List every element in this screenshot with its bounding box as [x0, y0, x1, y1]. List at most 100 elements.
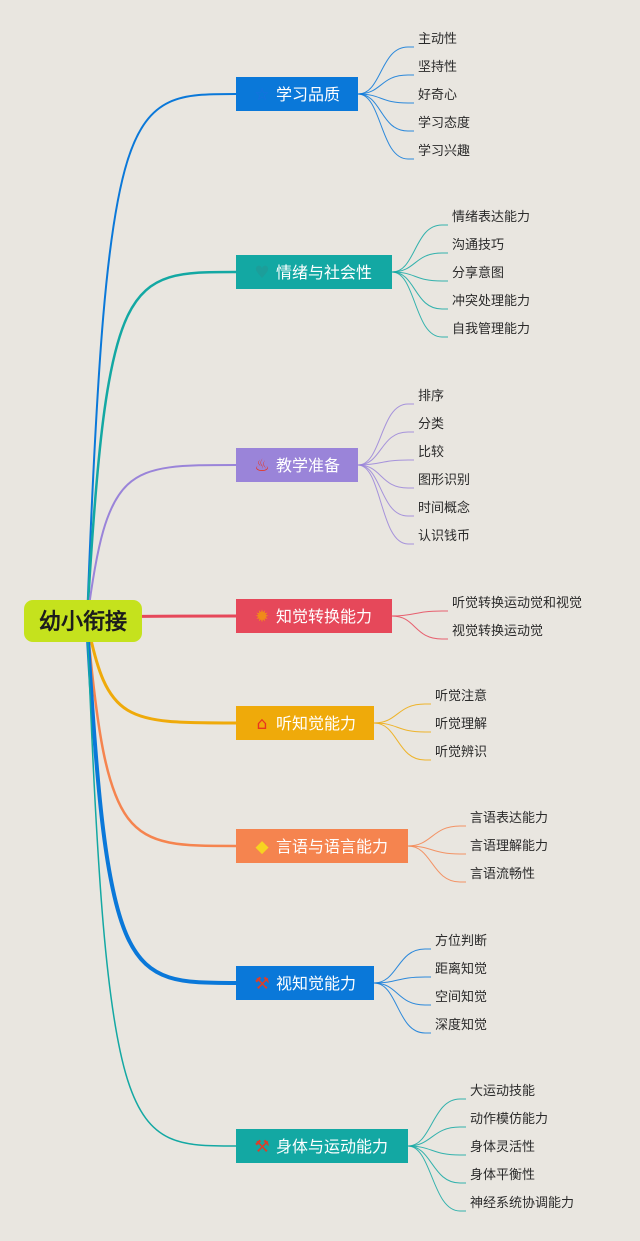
leaf-connector	[407, 1145, 466, 1212]
branch-label: 教学准备	[276, 456, 340, 475]
leaf-connector	[373, 948, 431, 984]
branch-node[interactable]: ♥ 情绪与社会性	[236, 255, 392, 289]
leaf-connector	[407, 1126, 466, 1147]
leaf-label[interactable]: 图形识别	[418, 473, 470, 488]
leaf-connector	[357, 93, 414, 132]
sun-icon: ✹	[255, 607, 269, 627]
root-box	[24, 600, 142, 642]
leaf-connector	[407, 1145, 466, 1184]
leaf-label[interactable]: 空间知觉	[435, 989, 487, 1005]
leaf-label[interactable]: 听觉注意	[435, 688, 487, 704]
leaf-label[interactable]: 距离知觉	[435, 961, 487, 977]
leaf-connector	[357, 464, 414, 545]
leaf-label[interactable]: 自我管理能力	[452, 322, 530, 337]
leaf-label[interactable]: 动作模仿能力	[470, 1112, 548, 1127]
heart-icon: ♥	[254, 263, 269, 283]
leaf-connector	[357, 93, 414, 160]
branch-label: 视知觉能力	[276, 974, 356, 993]
branch-node[interactable]: ✹ 知觉转换能力	[236, 599, 392, 633]
leaf-connector	[357, 93, 414, 104]
branch-connector	[85, 270, 238, 623]
leaf-label[interactable]: 神经系统协调能力	[470, 1196, 574, 1211]
branch-box	[236, 599, 392, 633]
leaf-label[interactable]: 沟通技巧	[452, 238, 504, 253]
leaf-label[interactable]: 言语表达能力	[470, 811, 548, 826]
leaf-label[interactable]: 时间概念	[418, 500, 470, 516]
leaf-connector	[357, 46, 414, 95]
leaf-label[interactable]: 深度知觉	[435, 1017, 487, 1033]
root-label: 幼小衔接	[39, 609, 127, 635]
branch-box	[236, 966, 374, 1000]
branch-node[interactable]: ◆言语与语言能力	[236, 829, 408, 863]
leaf-label[interactable]: 排序	[418, 389, 444, 404]
leaf-connector	[357, 459, 414, 466]
leaf-connector	[357, 464, 414, 489]
star-icon: ☆	[254, 85, 269, 105]
leaf-label[interactable]: 情绪表达能力	[452, 210, 530, 225]
leaf-connector	[391, 615, 448, 640]
flame-icon: ♨	[254, 456, 269, 476]
root-node[interactable]: 幼小衔接	[24, 600, 142, 642]
leaf-label[interactable]: 身体灵活性	[470, 1139, 535, 1155]
leaf-label[interactable]: 身体平衡性	[470, 1167, 535, 1183]
leaf-label[interactable]: 大运动技能	[470, 1084, 535, 1099]
leaf-label[interactable]: 冲突处理能力	[452, 293, 530, 309]
leaf-label[interactable]: 听觉转换运动觉和视觉	[452, 596, 582, 611]
leaf-connector	[357, 74, 414, 95]
leaf-label[interactable]: 听觉辨识	[435, 745, 487, 760]
branch-connector	[85, 619, 238, 848]
branch-connector	[86, 464, 237, 622]
branch-box	[236, 1129, 408, 1163]
leaf-label[interactable]: 好奇心	[418, 87, 457, 103]
branch-label: 情绪与社会性	[276, 263, 372, 282]
leaf-label[interactable]: 言语理解能力	[470, 839, 548, 854]
leaf-connector	[391, 610, 448, 617]
leaf-connector	[373, 703, 431, 724]
leaf-connector	[373, 982, 431, 1006]
branch-label: 知觉转换能力	[276, 607, 372, 626]
leaf-connector	[391, 252, 448, 273]
leaf-label[interactable]: 听觉理解	[435, 717, 487, 732]
branch-node[interactable]: ⌂ 听知觉能力	[236, 706, 374, 740]
leaf-label[interactable]: 学习兴趣	[418, 143, 470, 159]
leaf-connector	[407, 825, 466, 847]
leaf-connector	[391, 224, 448, 273]
leaf-connector	[373, 722, 431, 733]
leaf-label[interactable]: 言语流畅性	[470, 867, 535, 882]
leaf-connector	[357, 403, 414, 466]
house-icon: ⌂	[257, 714, 268, 734]
leaf-label[interactable]: 坚持性	[418, 60, 457, 75]
leaf-label[interactable]: 比较	[418, 445, 444, 460]
leaf-label[interactable]: 主动性	[418, 32, 457, 47]
branch-node[interactable]: ☆ 学习品质	[236, 77, 358, 111]
leaf-connector	[391, 271, 448, 338]
leaf-label[interactable]: 分类	[418, 417, 444, 432]
branch-node[interactable]: ⚒视知觉能力	[236, 966, 374, 1000]
branch-connector	[85, 619, 238, 725]
branch-label: 身体与运动能力	[276, 1137, 388, 1156]
branch-label: 学习品质	[276, 85, 340, 104]
leaf-connector	[407, 845, 466, 883]
leaf-label[interactable]: 视觉转换运动觉	[452, 624, 543, 639]
leaf-label[interactable]: 方位判断	[435, 933, 487, 949]
branch-label: 听知觉能力	[276, 714, 356, 733]
leaf-connector	[373, 982, 431, 1034]
leaf-connector	[407, 1098, 466, 1147]
leaf-connector	[373, 976, 431, 984]
leaf-connector	[391, 271, 448, 282]
connectors	[85, 46, 466, 1212]
branch-node[interactable]: ♨ 教学准备	[236, 448, 358, 482]
leaf-connector	[373, 722, 431, 761]
leaf-label[interactable]: 分享意图	[452, 265, 504, 281]
branch-connector	[85, 619, 238, 985]
leaf-connector	[357, 431, 414, 466]
leaf-label[interactable]: 学习态度	[418, 115, 470, 131]
branch-box	[236, 448, 358, 482]
branch-node[interactable]: ⚒ 身体与运动能力	[236, 1129, 408, 1163]
branch-label: 言语与语言能力	[276, 837, 388, 856]
branch-connector	[86, 93, 237, 622]
tools-icon: ⚒	[254, 1137, 269, 1157]
leaf-label[interactable]: 认识钱币	[418, 529, 470, 544]
